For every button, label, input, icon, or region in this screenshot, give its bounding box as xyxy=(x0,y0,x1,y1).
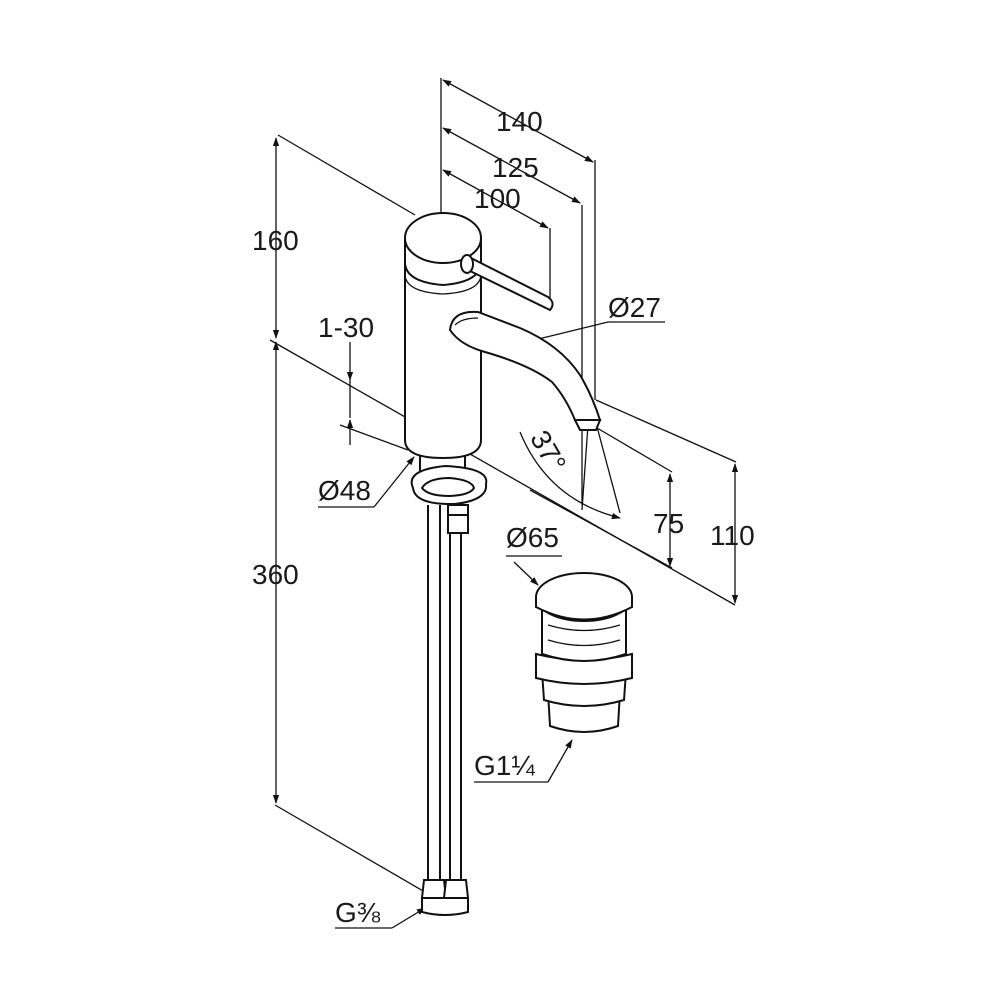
label-g114: G1¼ xyxy=(474,750,535,781)
mounting-hardware xyxy=(410,455,488,534)
extension-line xyxy=(269,339,736,606)
label-110: 110 xyxy=(710,520,755,551)
faucet-top-cap xyxy=(404,212,482,264)
extension-line xyxy=(595,399,737,463)
cage-line xyxy=(547,624,621,632)
spout-collar xyxy=(454,317,479,326)
label-75: 75 xyxy=(653,508,684,539)
leader-arrow-g114 xyxy=(547,739,573,783)
label-d48: Ø48 xyxy=(318,475,371,506)
label-140: 140 xyxy=(496,106,543,137)
leader-arrow-d48 xyxy=(373,456,415,508)
drain-cage xyxy=(541,609,627,662)
mount-nut xyxy=(447,504,469,534)
cage-line xyxy=(547,639,621,647)
angle-arc xyxy=(519,431,621,520)
hose-fittings xyxy=(420,879,470,916)
extension-line xyxy=(339,424,409,451)
supply-hoses xyxy=(427,505,462,880)
fitting-right xyxy=(442,879,470,899)
leader-arrow-d65 xyxy=(513,561,539,586)
spout-aerator xyxy=(573,419,602,431)
drain-cap-edge xyxy=(535,597,633,621)
angle-ref-line xyxy=(581,424,589,511)
extension-line xyxy=(277,134,416,216)
extension-line xyxy=(529,489,673,569)
label-g38: G⅜ xyxy=(335,897,381,928)
dim-line-100 xyxy=(442,169,549,229)
bracket-inner xyxy=(420,476,476,498)
lever-joint xyxy=(460,254,474,274)
angle-flow-line xyxy=(595,422,621,514)
dimension-labels: 140 125 100 160 1-30 Ø27 37° Ø48 360 Ø65… xyxy=(252,106,755,928)
mounting-bracket xyxy=(410,464,488,506)
lever-handle xyxy=(465,254,554,312)
faucet-body xyxy=(404,212,602,460)
label-1-30: 1-30 xyxy=(318,312,374,343)
label-d27: Ø27 xyxy=(608,292,661,323)
label-angle-37: 37° xyxy=(524,425,572,477)
drain-valve xyxy=(535,572,633,733)
label-100: 100 xyxy=(474,183,521,214)
fitting-base xyxy=(421,897,469,916)
dim-line-125 xyxy=(442,127,581,204)
leader-arrow-g38 xyxy=(391,907,426,929)
faucet-column xyxy=(404,237,482,460)
label-160: 160 xyxy=(252,225,299,256)
label-d65: Ø65 xyxy=(506,522,559,553)
extension-line xyxy=(591,424,673,473)
extension-line xyxy=(274,804,431,896)
faucet-cap-line xyxy=(404,273,482,295)
label-360: 360 xyxy=(252,559,299,590)
label-125: 125 xyxy=(492,152,539,183)
fitting-left xyxy=(420,879,448,899)
